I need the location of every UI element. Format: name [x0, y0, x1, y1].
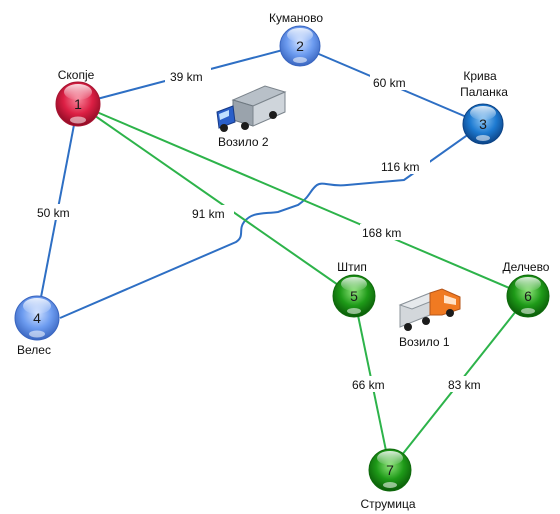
- edge-label-skopje-shtip: 91 km: [192, 207, 225, 221]
- node-number: 1: [74, 96, 82, 112]
- city-label-shtip: Штип: [337, 260, 367, 274]
- node-number: 7: [386, 462, 394, 478]
- edge-label-shtip-strumica: 66 km: [352, 378, 385, 392]
- node-number: 5: [350, 288, 358, 304]
- edges-layer: [36, 45, 529, 471]
- edge-label-skopje-kumanovo: 39 km: [170, 70, 203, 84]
- city-label-veles: Велес: [17, 343, 51, 357]
- city-label-kriva-palanka-line1: Крива: [463, 69, 497, 83]
- city-label-strumica: Струмица: [360, 497, 415, 511]
- city-label-skopje: Скопје: [58, 68, 95, 82]
- edge-labels-layer: 39 km 60 km 50 km 116 km 91 km 168 km 66…: [34, 68, 490, 392]
- node-number: 3: [479, 116, 487, 132]
- node-kumanovo[interactable]: 2: [279, 25, 321, 67]
- city-label-kriva-palanka-line2: Паланка: [460, 85, 508, 99]
- edge-label-skopje-delchevo: 168 km: [362, 226, 401, 240]
- node-number: 4: [33, 310, 41, 326]
- edge-label-kumanovo-kriva-palanka: 60 km: [373, 76, 406, 90]
- node-kriva-palanka[interactable]: 3: [462, 103, 504, 145]
- node-delchevo[interactable]: 6: [506, 274, 550, 318]
- truck-icon: [216, 85, 287, 132]
- city-label-delchevo: Делчево: [503, 260, 550, 274]
- edge-skopje-shtip: [77, 103, 355, 297]
- city-label-kumanovo: Куманово: [269, 11, 323, 25]
- vehicle-1-label: Возило 1: [399, 335, 450, 349]
- node-number: 2: [296, 38, 304, 54]
- edge-label-delchevo-strumica: 83 km: [448, 378, 481, 392]
- node-veles[interactable]: 4: [14, 295, 60, 341]
- edge-skopje-delchevo: [77, 103, 529, 297]
- vehicle-2-label: Возило 2: [218, 135, 269, 149]
- edge-label-kriva-palanka-veles: 116 km: [381, 160, 419, 174]
- node-shtip[interactable]: 5: [332, 274, 376, 318]
- node-strumica[interactable]: 7: [368, 448, 412, 492]
- nodes-layer: 1 Скопје 2 Куманово 3 Крива Паланка 4 Ве…: [14, 11, 550, 511]
- node-number: 6: [524, 288, 532, 304]
- edge-label-skopje-veles: 50 km: [37, 206, 70, 220]
- node-skopje[interactable]: 1: [55, 81, 101, 127]
- edge-kriva-palanka-veles: [59, 123, 484, 319]
- truck-icon: [398, 288, 461, 331]
